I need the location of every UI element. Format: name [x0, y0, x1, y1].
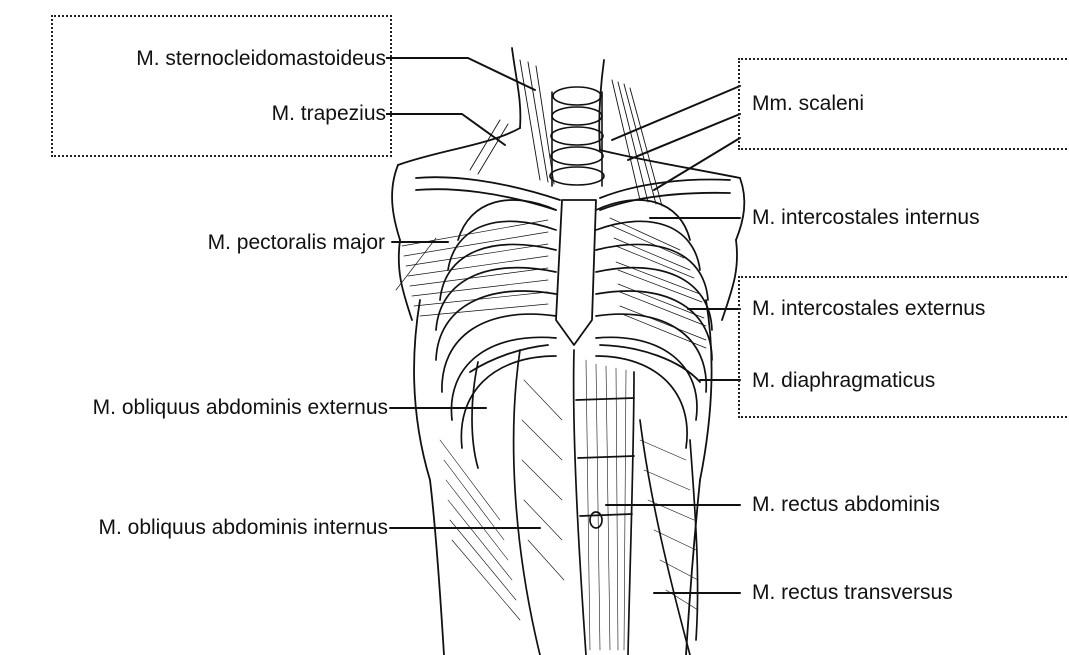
label-intercostales-externus: M. intercostales externus [752, 297, 985, 321]
label-pectoralis-major: M. pectoralis major [208, 231, 385, 255]
clavicles [416, 177, 730, 210]
label-diaphragmaticus: M. diaphragmaticus [752, 369, 935, 393]
label-rectus-abdominis: M. rectus abdominis [752, 493, 940, 517]
label-intercostales-internus: M. intercostales internus [752, 206, 980, 230]
leader-sternocleidomastoideus [386, 58, 535, 90]
oblique-fibers [440, 380, 698, 620]
label-rectus-transversus: M. rectus transversus [752, 581, 953, 605]
label-scaleni: Mm. scaleni [752, 92, 864, 116]
oblique-outlines [514, 350, 698, 655]
cervical-vertebrae [550, 87, 604, 186]
leader-lines [386, 58, 740, 593]
right-rib-cage [596, 200, 712, 448]
leader-scaleni-2 [628, 114, 740, 160]
label-sternocleidomastoideus: M. sternocleidomastoideus [136, 47, 386, 71]
sternum [556, 200, 596, 345]
label-obliquus-externus: M. obliquus abdominis externus [93, 396, 388, 420]
intercostal-fibers [610, 218, 706, 348]
label-trapezius: M. trapezius [272, 102, 386, 126]
body-outline [392, 48, 744, 655]
label-obliquus-internus: M. obliquus abdominis internus [99, 516, 389, 540]
left-rib-cage [436, 200, 556, 468]
